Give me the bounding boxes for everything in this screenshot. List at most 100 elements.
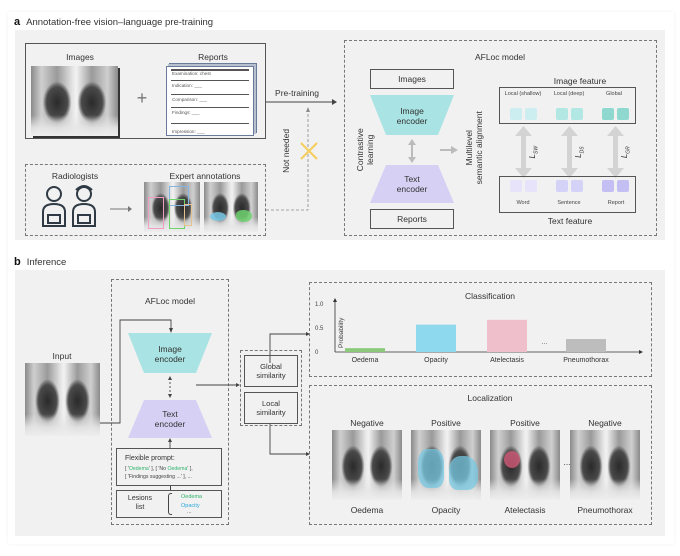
localization-image-oedema — [332, 430, 402, 500]
lesion-more: ... — [187, 509, 192, 515]
image-feature-box — [499, 87, 636, 124]
cross-icon — [300, 142, 318, 160]
arrow-icon — [110, 206, 132, 212]
x-tick-label: Oedema — [352, 357, 379, 364]
global-similarity-box: Global similarity — [244, 355, 298, 387]
image-encoder-label-b: Image encoder — [154, 344, 186, 365]
afloc-model-title-b: AFLoc model — [144, 296, 196, 306]
annotated-xray-boxes — [144, 182, 200, 232]
input-label: Input — [52, 351, 72, 361]
localization-status-atelectasis: Positive — [510, 418, 540, 428]
y-tick-label: 1.0 — [315, 302, 324, 308]
text-feature-token — [617, 180, 629, 192]
panel-a-letter: a — [14, 16, 21, 28]
semantic-alignment-label: Multilevel semantic alignment — [464, 111, 484, 185]
x-tick-label: Opacity — [424, 357, 448, 364]
report-document: Examination: chest Indication: ___ Compa… — [166, 66, 254, 136]
localization-finding-oedema: Oedema — [350, 505, 384, 515]
text-feature-token — [602, 180, 614, 192]
localization-status-oedema: Negative — [350, 418, 384, 428]
bar-atelectasis — [487, 319, 527, 352]
contrastive-learning-label: Contrastive learning — [355, 128, 375, 172]
data-box — [25, 43, 266, 139]
flexible-prompt-box — [116, 448, 222, 486]
image-feature-token — [602, 108, 614, 120]
bar-oedema — [345, 348, 385, 352]
afloc-model-box-a — [344, 40, 657, 236]
report-field-findings: Findings: ___ — [172, 110, 200, 115]
image-encoder-shape-b — [128, 333, 212, 373]
afloc-model-title-a: AFLoc model — [474, 52, 526, 62]
plus-icon: + — [136, 88, 148, 108]
similarity-connectors — [196, 332, 310, 456]
expert-annotations-label: Expert annotations — [169, 171, 241, 181]
bar-opacity — [416, 324, 456, 352]
text-encoder-shape-b — [128, 400, 212, 438]
image-level-local-shallow: Local (shallow) — [504, 91, 542, 97]
localization-title: Localization — [467, 393, 513, 403]
images-label: Images — [66, 52, 94, 62]
report-field-comparison: Comparison: ___ — [172, 97, 207, 102]
localization-image-atelectasis — [490, 430, 560, 500]
image-feature-title: Image feature — [553, 76, 607, 86]
prompt-connector — [170, 486, 171, 490]
x-tick-label: Pneumothorax — [563, 357, 609, 364]
images-input-box: Images — [370, 69, 454, 89]
text-feature-title: Text feature — [547, 216, 593, 226]
localization-finding-pneumothorax: Pneumothorax — [577, 505, 633, 515]
text-encoder-label-a: Text encoder — [396, 174, 428, 195]
panel-b-heading: Inference — [26, 257, 67, 268]
loss-sw-label: LSW — [527, 145, 540, 159]
pretraining-arrows — [266, 99, 337, 211]
report-field-indication: Indication: ___ — [172, 83, 202, 88]
radiologists-icon — [42, 185, 96, 227]
image-encoder-shape-a — [370, 95, 454, 135]
prompt-term-oedema: Oedema — [128, 466, 149, 472]
text-feature-token — [556, 180, 568, 192]
localization-status-pneumothorax: Negative — [588, 418, 622, 428]
brace-icon — [168, 493, 172, 515]
text-encoder-shape-a — [370, 165, 454, 203]
text-level-report: Report — [607, 200, 625, 206]
right-arrow-icon — [440, 146, 458, 154]
reports-input-box: Reports — [370, 209, 454, 229]
input-connector — [100, 319, 173, 424]
text-feature-token — [510, 180, 522, 192]
localization-image-pneumothorax — [570, 430, 640, 500]
x-tick-label: Atelectasis — [490, 357, 524, 364]
pretraining-label: Pre-training — [275, 88, 319, 98]
image-feature-token — [617, 108, 629, 120]
text-level-word: Word — [516, 200, 530, 206]
panel-a-background — [15, 30, 665, 240]
image-level-local-deep: Local (deep) — [553, 91, 585, 97]
not-needed-label: Not needed — [281, 128, 292, 173]
y-axis-label: Probability — [338, 317, 345, 348]
text-encoder-label-b: Text encoder — [154, 409, 186, 430]
loss-ds-label: LDS — [573, 146, 586, 158]
localization-box — [309, 385, 652, 525]
image-encoder-label-a: Image encoder — [396, 106, 428, 127]
input-xray-image — [25, 363, 100, 436]
localization-image-opacity — [411, 430, 481, 500]
alignment-arrows — [515, 126, 624, 178]
loss-gr-label: LGR — [619, 146, 632, 159]
lesion-opacity: Opacity — [181, 503, 200, 509]
radiologists-label: Radiologists — [51, 171, 99, 181]
prompt-title: Flexible prompt: — [125, 455, 175, 462]
text-feature-token — [571, 180, 583, 192]
dashed-bidirectional-arrow — [168, 376, 172, 398]
annotated-xray-masks — [204, 182, 258, 232]
text-level-sentence: Sentence — [557, 200, 581, 206]
local-similarity-box: Local similarity — [244, 392, 298, 424]
prompt-line-1: [ 'Oedema' ], [ 'No Oedema' ], — [125, 466, 193, 472]
panel-b-letter: b — [14, 256, 21, 268]
image-feature-token — [510, 108, 522, 120]
classification-box — [309, 282, 652, 377]
lesion-oedema: Oedema — [181, 494, 203, 500]
reports-label: Reports — [198, 52, 228, 62]
afloc-model-box-b — [111, 279, 229, 525]
y-axis-arrow — [333, 298, 337, 302]
expert-annotation-box — [25, 164, 266, 236]
